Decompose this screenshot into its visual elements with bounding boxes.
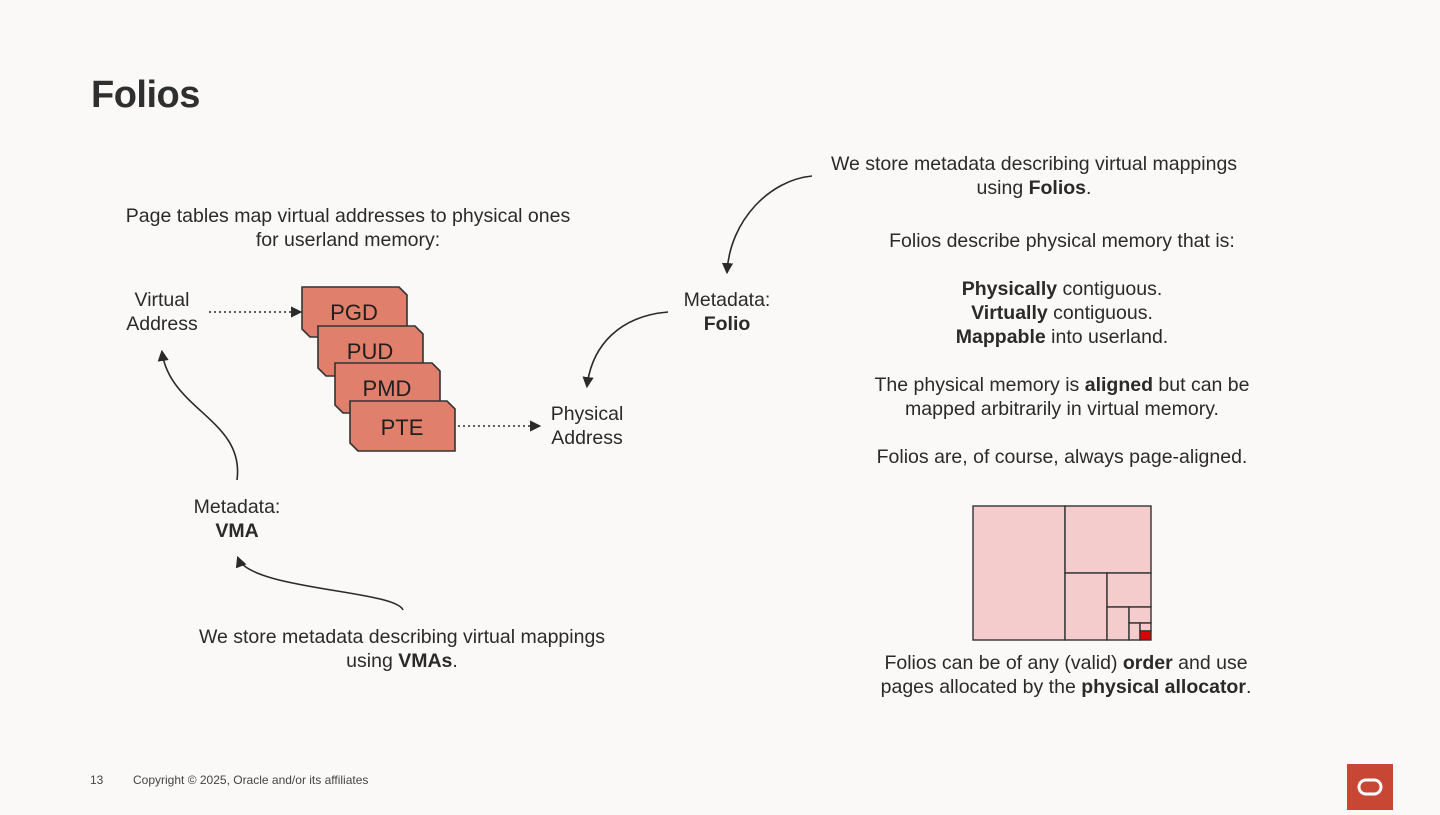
page-tables-intro-line1: Page tables map virtual addresses to phy… — [125, 205, 571, 227]
folio-order-caption: Folios can be of any (valid) order and u… — [881, 651, 1252, 699]
folio-block-large — [972, 505, 1066, 641]
virtual-address-label: Virtual Address — [126, 288, 198, 336]
virtual-address-line2: Address — [126, 313, 198, 335]
folio-properties-intro: Folios describe physical memory that is: — [889, 230, 1235, 252]
aligned-line2: mapped arbitrarily in virtual memory. — [905, 398, 1219, 420]
folio-to-physical-arrow — [582, 311, 669, 389]
aligned-line1: The physical memory is aligned but can b… — [874, 374, 1250, 396]
folio-block-small-left — [1106, 606, 1130, 641]
pte-label: PTE — [381, 415, 424, 440]
folio-block-tiny-top — [1139, 622, 1152, 632]
vma-description-line2: using VMAs. — [346, 650, 458, 672]
property-physically: Physically contiguous. — [961, 278, 1163, 300]
folio-block-small-top — [1128, 606, 1152, 624]
folio-properties: Folios describe physical memory that is:… — [875, 229, 1250, 469]
pte-box: PTE — [349, 400, 456, 452]
folio-description: We store metadata describing virtual map… — [831, 152, 1237, 200]
oracle-logo-glyph — [1357, 778, 1383, 796]
page-number: 13 — [90, 773, 104, 787]
page-title: Folios — [91, 74, 200, 116]
folio-desc-to-folio-arrow — [721, 175, 813, 275]
pud-label: PUD — [347, 339, 393, 364]
folio-block-mid-left — [1064, 572, 1108, 641]
metadata-folio-label: Metadata: — [683, 289, 771, 311]
virtual-address-line1: Virtual — [134, 289, 190, 311]
pmd-label: PMD — [363, 376, 412, 401]
folio-blocks — [972, 505, 1152, 641]
property-mappable: Mappable into userland. — [955, 326, 1169, 348]
physical-address-label: Physical Address — [551, 402, 624, 450]
copyright-text: Copyright © 2025, Oracle and/or its affi… — [133, 773, 369, 787]
folio-block-top-right — [1064, 505, 1152, 574]
metadata-vma-label: Metadata: — [193, 496, 281, 518]
vma-description-line1: We store metadata describing virtual map… — [198, 626, 606, 648]
metadata-folio: Metadata: Folio — [684, 288, 771, 336]
pgd-box: PGD — [301, 286, 408, 338]
property-virtually: Virtually contiguous. — [971, 302, 1153, 324]
pgd-label: PGD — [330, 300, 378, 325]
metadata-vma: Metadata: VMA — [194, 495, 281, 543]
oracle-logo-icon — [1347, 764, 1393, 810]
vma-to-virtual-arrow — [157, 349, 239, 481]
page-table-stack: PGD PUD PMD PTE — [301, 286, 456, 452]
page-tables-intro: Page tables map virtual addresses to phy… — [126, 204, 570, 252]
folio-block-tiny-left — [1128, 622, 1141, 641]
page-tables-intro-line2: for userland memory: — [255, 229, 441, 251]
folio-description-line2: using Folios. — [976, 177, 1092, 199]
folio-block-mid-right — [1106, 572, 1152, 608]
metadata-vma-value: VMA — [215, 520, 259, 542]
folio-order-line1: Folios can be of any (valid) order and u… — [884, 652, 1248, 674]
vma-desc-to-vma-arrow — [235, 555, 404, 611]
pte-shape — [349, 400, 456, 452]
folio-description-line1: We store metadata describing virtual map… — [830, 153, 1238, 175]
vma-description: We store metadata describing virtual map… — [199, 625, 605, 673]
page-aligned-note: Folios are, of course, always page-align… — [876, 446, 1248, 468]
folio-order-line2: pages allocated by the physical allocato… — [880, 676, 1252, 698]
physical-address-line2: Address — [551, 427, 623, 449]
metadata-folio-value: Folio — [703, 313, 751, 335]
physical-address-line1: Physical — [550, 403, 624, 425]
folio-block-highlight — [1139, 630, 1152, 641]
